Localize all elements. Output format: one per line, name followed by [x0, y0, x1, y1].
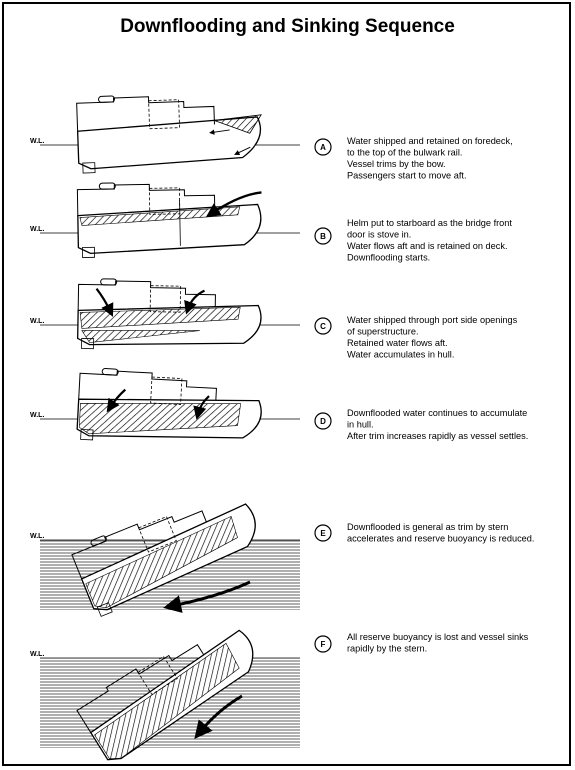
step-badge: E — [314, 524, 332, 542]
vessel-drawing — [40, 503, 300, 617]
step-caption-line: rapidly by the stern. — [347, 644, 427, 654]
step-badge: A — [314, 138, 332, 156]
step-badge: C — [314, 317, 332, 335]
step-captions: A Water shipped and retained on foredeck,… — [314, 136, 534, 654]
step-badge: D — [314, 412, 332, 430]
svg-text:C: C — [320, 322, 326, 331]
vessel-drawing — [40, 278, 300, 350]
step-caption-line: Downflooded water continues to accumulat… — [347, 408, 527, 418]
step-badge: B — [314, 227, 332, 245]
step-caption-line: Water flows aft and is retained on deck. — [347, 241, 508, 251]
step-d — [40, 368, 300, 441]
waterline-label: W.L. — [30, 651, 44, 658]
waterline-label: W.L. — [30, 533, 44, 540]
waterline-labels: W.L. W.L. W.L. W.L. W.L. W.L. — [30, 138, 44, 658]
step-caption-line: Water accumulates in hull. — [347, 350, 454, 360]
vessel-drawing — [40, 182, 300, 258]
step-c — [40, 278, 300, 350]
vessel-drawing — [40, 368, 300, 441]
step-caption-line: door is stove in. — [347, 230, 411, 240]
step-caption-line: Helm put to starboard as the bridge fron… — [347, 218, 512, 228]
step-caption-line: to the top of the bulwark rail. — [347, 148, 462, 158]
step-caption-line: in hull. — [347, 420, 374, 430]
step-badge: F — [314, 635, 332, 653]
svg-text:F: F — [321, 640, 326, 649]
step-caption-line: After trim increases rapidly as vessel s… — [347, 431, 528, 441]
step-caption-line: Vessel trims by the bow. — [347, 159, 446, 169]
step-a — [40, 95, 300, 174]
waterline-label: W.L. — [30, 138, 44, 145]
svg-text:D: D — [320, 417, 326, 426]
step-caption-line: Downflooded is general as trim by stern — [347, 522, 508, 532]
step-caption-line: Passengers start to move aft. — [347, 171, 467, 181]
step-b — [40, 182, 300, 258]
vessel-drawing — [40, 629, 300, 761]
svg-text:B: B — [320, 232, 326, 241]
svg-text:A: A — [320, 143, 326, 152]
step-caption-line: Retained water flows aft. — [347, 338, 448, 348]
figure-title: Downflooding and Sinking Sequence — [120, 16, 455, 37]
step-caption-line: Downflooding starts. — [347, 253, 430, 263]
step-caption-line: Water shipped and retained on foredeck, — [347, 136, 513, 146]
step-caption-line: of superstructure. — [347, 327, 419, 337]
waterline-label: W.L. — [30, 226, 44, 233]
waterline-label: W.L. — [30, 318, 44, 325]
step-f — [40, 629, 300, 761]
step-caption-line: Water shipped through port side openings — [347, 315, 518, 325]
svg-text:E: E — [320, 529, 326, 538]
step-caption-line: accelerates and reserve buoyancy is redu… — [347, 534, 534, 544]
step-caption-line: All reserve buoyancy is lost and vessel … — [347, 632, 529, 642]
vessel-drawing — [40, 95, 300, 174]
waterline-label: W.L. — [30, 412, 44, 419]
step-e — [40, 503, 300, 617]
